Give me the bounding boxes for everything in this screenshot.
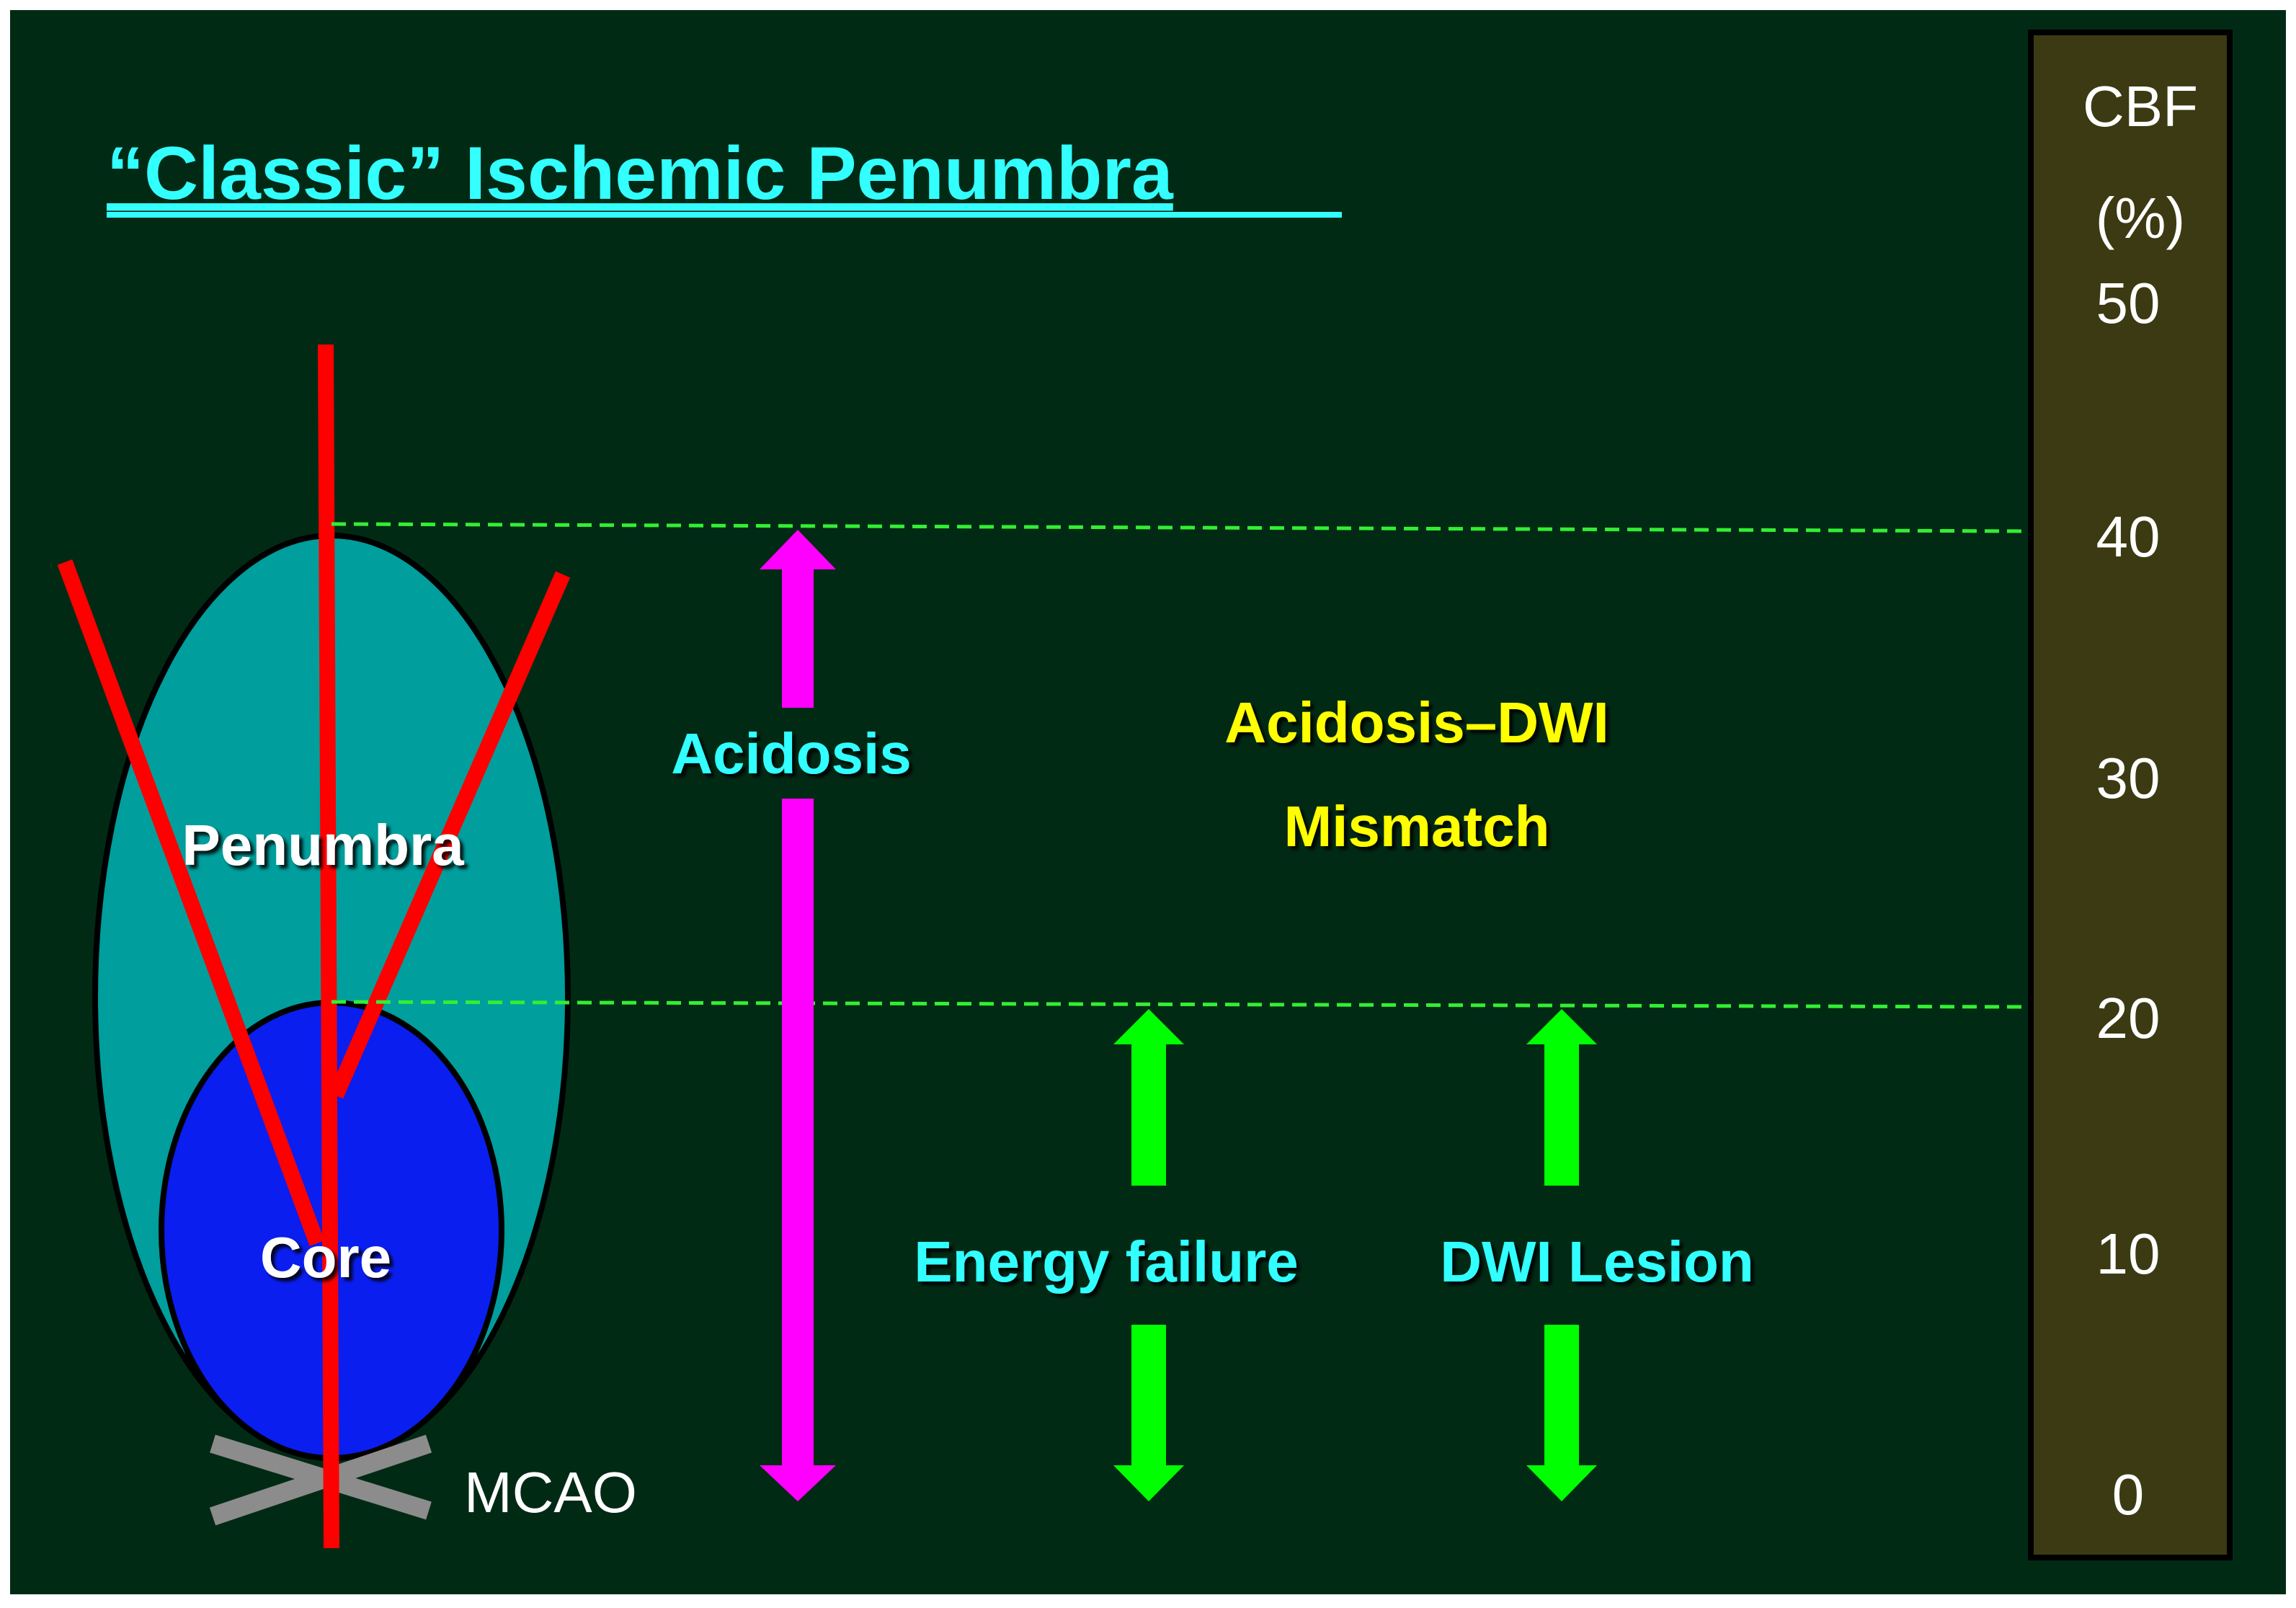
penumbra-label: Penumbra [182,813,464,877]
energy-failure-label: Energy failure [914,1230,1299,1294]
vessel-trunk [318,344,339,1549]
acidosis-arrow [760,530,836,1501]
slide-title: “Classic” Ischemic Penumbra [107,132,1174,216]
cbf-tick-labels: 50 40 30 20 10 0 [2096,271,2161,1527]
energy-failure-arrow [1113,1009,1184,1501]
cbf-unit-line2: (%) [2096,186,2185,250]
cbf-scale-panel [2028,30,2233,1560]
vessel-branch-left [57,559,325,1246]
cbf-tick-10: 10 [2096,1222,2161,1286]
threshold-line-20 [331,1000,2030,1009]
vessel-tree [57,344,571,1549]
threshold-line-40 [331,522,2030,533]
cbf-unit-line1: CBF [2083,74,2198,138]
cbf-tick-40: 40 [2096,505,2161,569]
cbf-tick-30: 30 [2096,746,2161,810]
dwi-lesion-arrow [1526,1009,1597,1501]
mismatch-label-line1: Acidosis–DWI [1224,690,1608,755]
mismatch-label-line2: Mismatch [1284,794,1550,858]
vessel-branch-right [328,571,571,1099]
cbf-tick-50: 50 [2096,271,2161,335]
dwi-lesion-label: DWI Lesion [1440,1230,1754,1294]
occlusion-mark [209,1434,432,1526]
acidosis-label: Acidosis [671,721,911,786]
mcao-label: MCAO [464,1460,637,1524]
core-label: Core [260,1225,391,1289]
cbf-tick-20: 20 [2096,986,2161,1050]
cbf-tick-0: 0 [2112,1462,2145,1527]
